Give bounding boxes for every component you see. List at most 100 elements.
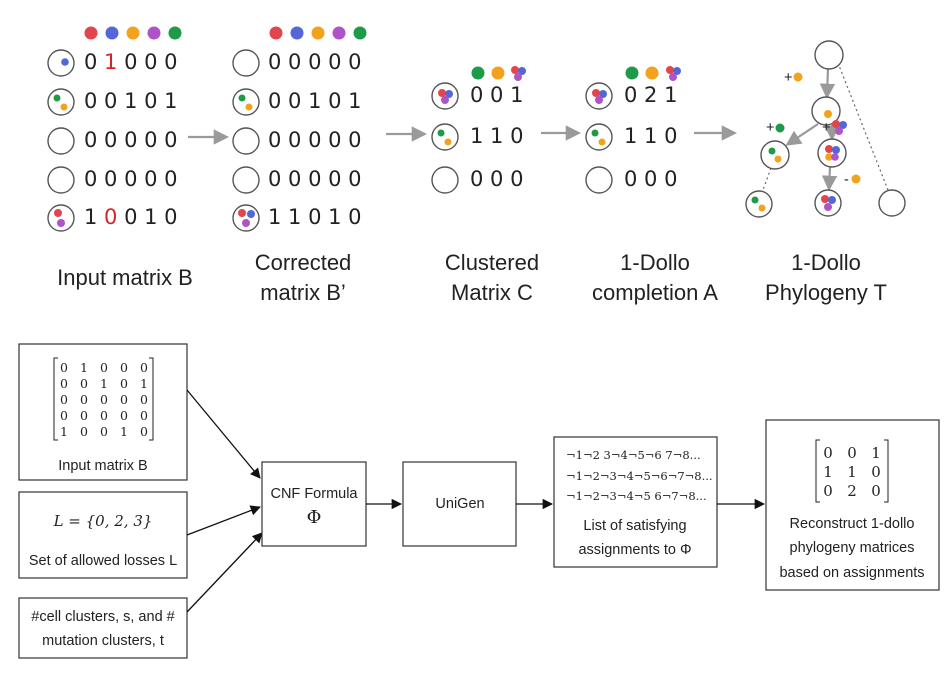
matrix-row: 0 0 0 <box>624 167 677 191</box>
matrix-cell: 0 <box>80 376 88 391</box>
panel-caption: 1-Dollo <box>620 250 690 275</box>
matrix-cell: 0 <box>120 360 128 375</box>
matrix-row: 1 1 0 <box>624 124 677 148</box>
mutation-dot-blue <box>832 146 840 154</box>
losses-formula: L = {0, 2, 3} <box>53 512 153 530</box>
matrix-row: 1 0 0 1 0 <box>84 205 178 229</box>
matrix-right-bracket <box>149 357 154 441</box>
mutation-dot-orange <box>851 174 861 184</box>
matrix-cell: 0 <box>120 408 128 423</box>
matrix-row: 0 0 0 0 0 <box>268 50 362 74</box>
matrix-entry: 0 <box>84 50 104 74</box>
matrix-cell: 1 <box>871 444 881 462</box>
gain-plus-label: + <box>784 70 792 86</box>
matrix-cell: 1 <box>100 376 108 391</box>
matrix-row: 0 0 0 0 0 <box>84 167 178 191</box>
matrix-cell: 0 <box>60 392 68 407</box>
cell-circle <box>232 204 260 232</box>
mutation-dot-blue <box>445 90 453 98</box>
gain-plus-label: + <box>822 120 830 136</box>
matrix-cell: 0 <box>823 482 833 500</box>
mutation-dot-green <box>353 26 367 40</box>
cell-circle <box>232 88 260 116</box>
mutation-dot-orange <box>245 103 253 111</box>
box-label: UniGen <box>435 496 484 512</box>
box-frame <box>765 419 940 591</box>
cell-circle <box>47 127 75 155</box>
matrix-cell: 1 <box>60 424 68 439</box>
mutation-dot-red <box>832 120 840 128</box>
box-label: Set of allowed losses L <box>29 553 177 569</box>
cnf-formula-box: CNF Formula Φ <box>261 461 367 547</box>
cell-circle <box>585 166 613 194</box>
mutation-dot-red <box>666 66 674 74</box>
mutation-dot-green <box>471 66 485 80</box>
input-matrix-panel: 0 1 0 0 0 0 0 1 0 1 0 0 0 0 0 0 0 0 0 0 … <box>47 26 193 290</box>
mutation-dot-red <box>825 145 833 153</box>
clusters-to-cnf-arrow <box>186 532 263 613</box>
panel-caption: Corrected <box>255 250 352 275</box>
mutation-dot-orange <box>774 155 782 163</box>
mutation-dot-purple <box>595 96 603 104</box>
box-label: based on assignments <box>779 565 924 581</box>
mutation-dot-red <box>238 209 246 217</box>
mutation-dot-purple <box>57 219 65 227</box>
mutation-color-header <box>84 26 182 40</box>
unigen-box: UniGen <box>402 461 517 547</box>
matrix-row: 0 0 1 0 1 <box>84 89 178 113</box>
panel-caption: matrix B’ <box>260 280 346 305</box>
cell-circle <box>431 166 459 194</box>
matrix-cells: 0 0 1 1 1 0 0 2 0 <box>823 444 881 500</box>
mutation-dot-green <box>238 94 246 102</box>
error-entry: 1 <box>104 50 117 74</box>
matrix-row: 0 0 0 <box>470 167 523 191</box>
matrix-cell: 0 <box>140 408 148 423</box>
matrix-cell: 0 <box>100 360 108 375</box>
panel-caption: completion A <box>592 280 718 305</box>
mutation-dot-green <box>751 196 759 204</box>
mutation-dot-red <box>592 89 600 97</box>
assignment-line: ¬1¬2¬3¬4¬5¬6¬7¬8... <box>566 469 713 483</box>
matrix-row: 0 0 0 0 0 <box>268 167 362 191</box>
matrix-cell: 0 <box>140 360 148 375</box>
mutation-dot-green <box>775 123 785 133</box>
tree-dashed-edge <box>835 57 889 191</box>
cluster-color-header <box>625 66 681 81</box>
assignments-box: ¬1¬2 3¬4¬5¬6 7¬8... ¬1¬2¬3¬4¬5¬6¬7¬8... … <box>553 436 718 568</box>
matrix-cell: 0 <box>100 408 108 423</box>
matrix-cell: 0 <box>80 424 88 439</box>
matrix-row: 0 2 1 <box>624 83 677 107</box>
cell-circle <box>431 123 459 151</box>
cell-circle <box>585 123 613 151</box>
tree-node <box>817 138 847 168</box>
panel-caption: 1-Dollo <box>791 250 861 275</box>
matrix-cell: 0 <box>60 408 68 423</box>
mutation-dot-red <box>438 89 446 97</box>
mutation-dot-orange <box>598 138 606 146</box>
error-entry: 0 <box>104 205 117 229</box>
mutation-dot-orange <box>311 26 325 40</box>
box-frame <box>18 597 188 659</box>
mutation-dot-blue <box>61 58 69 66</box>
mutation-dot-orange <box>824 110 832 118</box>
matrix-cells: 0 1 0 0 0 0 0 1 0 1 0 0 0 0 0 0 0 0 0 0 … <box>60 360 148 439</box>
matrix-cell: 0 <box>871 463 881 481</box>
mutation-dot-orange <box>645 66 659 80</box>
mutation-dot-purple <box>441 96 449 104</box>
matrix-cell: 1 <box>847 463 857 481</box>
panel-caption: Clustered <box>445 250 539 275</box>
mutation-dot-purple <box>332 26 346 40</box>
cluster-counts-box: #cell clusters, s, and # mutation cluste… <box>18 597 188 659</box>
mutation-dot-red <box>54 209 62 217</box>
mutation-color-header <box>269 26 367 40</box>
corrected-matrix-panel: 0 0 0 0 0 0 0 1 0 1 0 0 0 0 0 0 0 0 0 0 … <box>232 26 367 305</box>
matrix-right-bracket <box>884 439 889 503</box>
loss-minus-label: - <box>844 172 849 188</box>
gain-plus-label: + <box>766 120 774 136</box>
mutation-dot-orange <box>60 103 68 111</box>
mutation-dot-orange <box>491 66 505 80</box>
mutation-dot-orange <box>126 26 140 40</box>
mutation-dot-red <box>821 195 829 203</box>
allowed-losses-box: L = {0, 2, 3} Set of allowed losses L <box>18 491 188 579</box>
matrix-cell: 0 <box>80 408 88 423</box>
